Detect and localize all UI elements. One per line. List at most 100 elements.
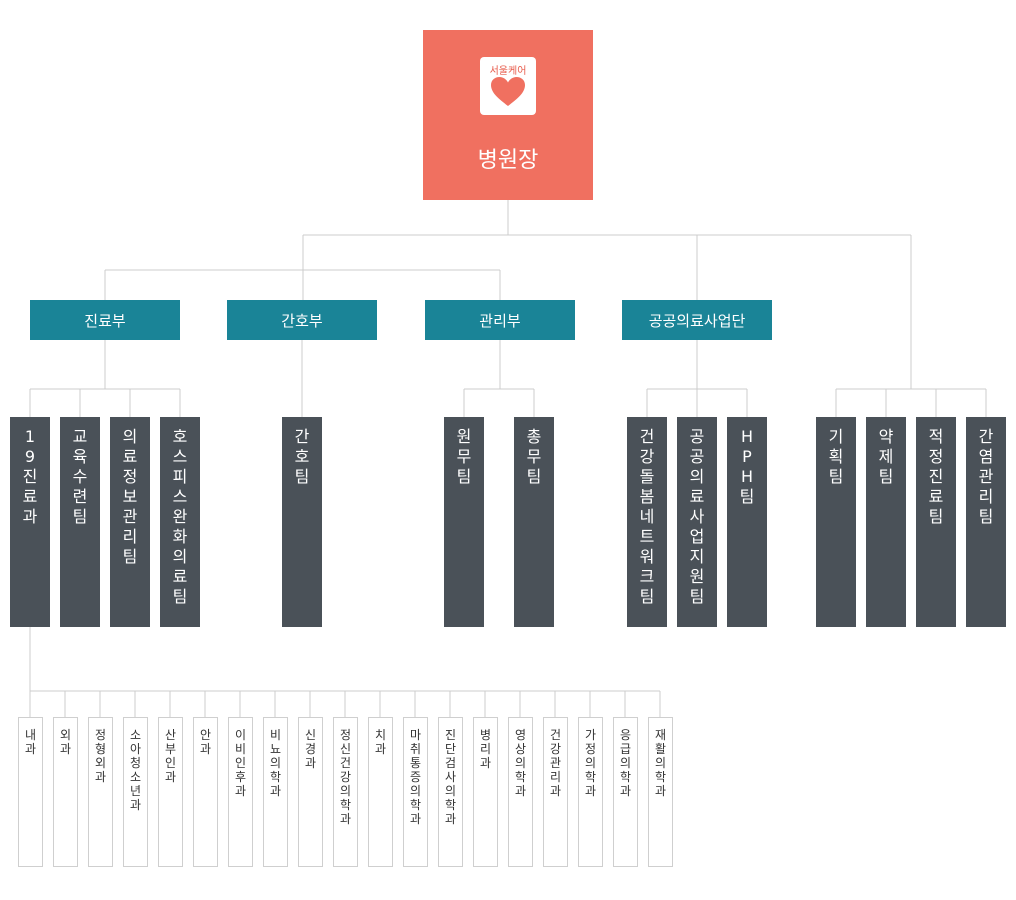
label-char: 간 (294, 427, 310, 446)
label-char: 리 (549, 770, 562, 784)
label-char: 원 (689, 567, 705, 586)
label-char: 료 (928, 487, 944, 506)
label-char: 안 (199, 728, 212, 742)
label-char: 획 (828, 447, 844, 466)
label-char: 외 (94, 756, 107, 770)
label-char: 과 (409, 812, 422, 826)
label-char: 강 (639, 447, 655, 466)
label-char: 과 (234, 784, 247, 798)
label-char: 사 (689, 507, 705, 526)
label-char: 완 (172, 507, 188, 526)
label-char: 크 (639, 567, 655, 586)
label-char: 총 (526, 427, 542, 446)
label-char: 팀 (294, 467, 310, 486)
label-char: 과 (129, 798, 142, 812)
label-char: 기 (828, 427, 844, 446)
label-char: 련 (72, 487, 88, 506)
label-char: P (742, 447, 752, 466)
label-char: 형 (94, 742, 107, 756)
label-char: 재 (654, 728, 667, 742)
label-char: 학 (584, 770, 597, 784)
label-char: 스 (172, 447, 188, 466)
label-char: 과 (584, 784, 597, 798)
label-char: 의 (514, 756, 527, 770)
label-char: 응 (619, 728, 632, 742)
label-char: 돌 (639, 467, 655, 486)
heart-icon (491, 77, 525, 106)
label-char: 간 (978, 427, 994, 446)
label-char: 의 (584, 756, 597, 770)
label-char: 학 (654, 770, 667, 784)
label-char: 팀 (928, 507, 944, 526)
label-char: 과 (304, 756, 317, 770)
label-char: 팀 (878, 467, 894, 486)
label-char: 사 (444, 770, 457, 784)
label-char: 과 (444, 812, 457, 826)
label-char: 산 (164, 728, 177, 742)
label-char: 가 (584, 728, 597, 742)
label-char: 의 (444, 784, 457, 798)
label-char: 병 (479, 728, 492, 742)
label-char: 팀 (122, 547, 138, 566)
label-char: 네 (639, 507, 655, 526)
label-char: 과 (94, 770, 107, 784)
label-char: 팀 (456, 467, 472, 486)
label-char: 검 (444, 756, 457, 770)
label-char: 수 (72, 467, 88, 486)
label-char: 료 (22, 487, 38, 506)
label-char: 원 (456, 427, 472, 446)
label-char: 팀 (689, 587, 705, 606)
label-char: 료 (172, 567, 188, 586)
label-char: 비 (269, 728, 282, 742)
label-char: 청 (129, 756, 142, 770)
label-char: 관 (549, 756, 562, 770)
label-char: 학 (269, 770, 282, 784)
director-box: 서울케어 병원장 (423, 30, 593, 200)
label-char: 봄 (639, 487, 655, 506)
label-char: 리 (479, 742, 492, 756)
label-char: 염 (978, 447, 994, 466)
label-char: 과 (199, 742, 212, 756)
label-char: 팀 (72, 507, 88, 526)
label-char: 무 (456, 447, 472, 466)
label-char: 학 (619, 770, 632, 784)
label-char: 의 (122, 427, 138, 446)
label-char: 의 (269, 756, 282, 770)
label-char: 제 (878, 447, 894, 466)
label-char: 과 (22, 507, 38, 526)
label-char: 적 (928, 427, 944, 446)
label-char: 호 (294, 447, 310, 466)
label-char: 소 (129, 770, 142, 784)
label-char: 급 (619, 742, 632, 756)
label-char: 트 (639, 527, 655, 546)
label-char: 비 (234, 742, 247, 756)
label-char: 워 (639, 547, 655, 566)
label-char: 인 (164, 756, 177, 770)
label-char: 관 (978, 467, 994, 486)
label-char: 과 (164, 770, 177, 784)
label-char: 공 (689, 447, 705, 466)
label-char: 소 (129, 728, 142, 742)
label-char: 과 (24, 742, 37, 756)
label-char: 건 (549, 728, 562, 742)
label-char: 정 (928, 447, 944, 466)
